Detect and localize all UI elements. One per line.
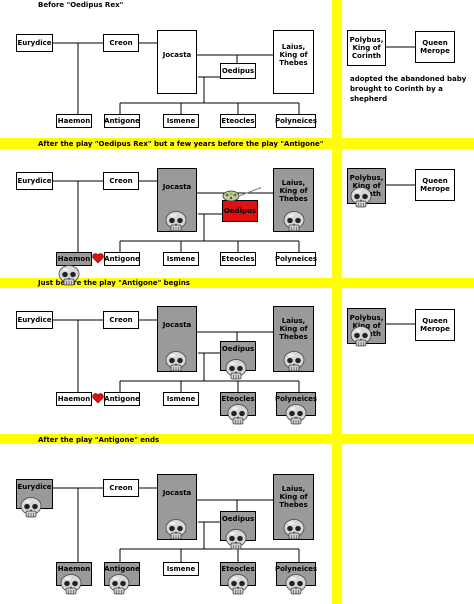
merope-box: Queen Merope xyxy=(415,169,455,201)
polybus-box: Polybus, King of Corinth xyxy=(347,30,386,66)
eteocles-box: Eteocles xyxy=(220,252,256,266)
antigone-box: Antigone xyxy=(104,252,140,266)
skull-icon xyxy=(283,351,305,372)
heart-icon xyxy=(92,393,104,404)
eurydice-box: Eurydice xyxy=(16,311,53,329)
oedipus-box: Oedipus xyxy=(220,63,256,79)
creon-box: Creon xyxy=(103,311,139,329)
laius-box: Laius, King of Thebes xyxy=(273,30,314,94)
separator-band xyxy=(0,138,474,149)
panel-title: Before "Oedipus Rex" xyxy=(38,1,124,9)
skull-icon xyxy=(227,404,249,425)
polyneices-box: Polyneices xyxy=(275,252,317,266)
creon-box: Creon xyxy=(103,479,139,497)
creon-box: Creon xyxy=(103,172,139,190)
heart-icon xyxy=(92,253,104,264)
eteocles-box: Eteocles xyxy=(220,392,256,416)
jocasta-box: Jocasta xyxy=(157,30,197,94)
skull-icon xyxy=(58,265,80,286)
creon-box: Creon xyxy=(103,34,139,52)
skull-icon xyxy=(350,326,372,347)
ismene-box: Ismene xyxy=(163,392,199,406)
vertical-separator xyxy=(332,0,342,604)
merope-box: Queen Merope xyxy=(415,309,455,341)
skull-icon xyxy=(165,351,187,372)
eurydice-box: Eurydice xyxy=(16,34,53,52)
laius-box: Laius, King of Thebes xyxy=(273,168,314,232)
skull-icon xyxy=(165,211,187,232)
separator-band xyxy=(0,434,474,444)
skull-icon xyxy=(285,574,307,595)
ismene-box: Ismene xyxy=(163,252,199,266)
panel-title: Just before the play "Antigone" begins xyxy=(38,279,190,287)
skull-icon xyxy=(20,497,42,518)
panel-title: After the play "Antigone" ends xyxy=(38,436,160,444)
eteocles-box: Eteocles xyxy=(220,114,256,128)
haemon-box: Haemon xyxy=(56,252,92,266)
panel-title: After the play "Oedipus Rex" but a few y… xyxy=(38,140,324,148)
antigone-box: Antigone xyxy=(104,392,140,406)
skull-icon xyxy=(350,187,372,208)
skull-icon xyxy=(283,519,305,540)
polyneices-box: Polyneices xyxy=(275,114,317,128)
antigone-box: Antigone xyxy=(104,114,140,128)
skull-icon xyxy=(60,574,82,595)
skull-icon xyxy=(165,519,187,540)
adoption-note: adopted the abandoned baby brought to Co… xyxy=(350,75,467,103)
ismene-box: Ismene xyxy=(163,562,199,576)
eurydice-box: Eurydice xyxy=(16,172,53,190)
haemon-box: Haemon xyxy=(56,392,92,406)
brooch-pin-icon xyxy=(222,186,262,202)
oedipus-box: Oedipus xyxy=(222,200,258,222)
ismene-box: Ismene xyxy=(163,114,199,128)
skull-icon xyxy=(227,574,249,595)
haemon-box: Haemon xyxy=(56,114,92,128)
skull-icon xyxy=(225,529,247,550)
skull-icon xyxy=(283,211,305,232)
skull-icon xyxy=(108,574,130,595)
skull-icon xyxy=(285,404,307,425)
skull-icon xyxy=(225,359,247,380)
separator-band xyxy=(0,278,474,288)
merope-box: Queen Merope xyxy=(415,31,455,63)
